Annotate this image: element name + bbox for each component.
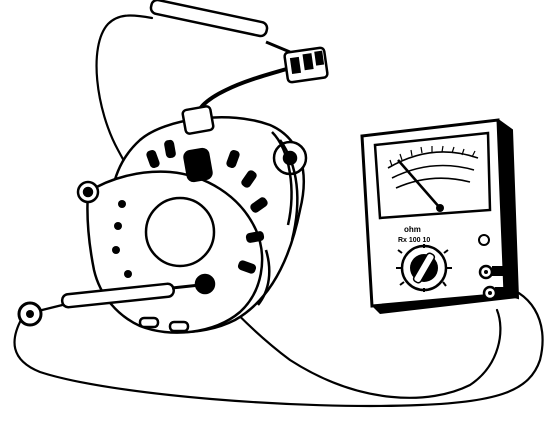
top-probe-handle xyxy=(149,0,269,38)
alternator-icon xyxy=(76,105,308,334)
lower-probe-handle xyxy=(60,282,175,309)
alternator-plug-socket xyxy=(181,105,215,135)
meter-scale xyxy=(387,151,479,189)
lower-test-probe xyxy=(17,282,201,327)
zero-adjust-knob[interactable] xyxy=(478,234,490,246)
meter-needle xyxy=(397,159,441,209)
top-probe-tip xyxy=(265,40,291,54)
needle-pivot xyxy=(436,204,444,212)
alternator-hub xyxy=(144,196,216,268)
meter-scale-ticks xyxy=(389,145,476,167)
lower-probe-tip xyxy=(171,283,201,290)
dial-tick-marks xyxy=(396,244,452,292)
vent-slots xyxy=(112,139,268,278)
range-selector-dial[interactable] xyxy=(396,244,452,292)
lead-plug-positive xyxy=(492,266,504,276)
lower-lead-wire xyxy=(13,283,544,408)
multimeter-icon: ohm Rx 100 10 xyxy=(360,118,520,314)
connector-plug-icon xyxy=(283,46,329,84)
top-test-probe xyxy=(149,0,291,54)
cooling-fins xyxy=(257,131,299,306)
lead-plug-common xyxy=(495,287,507,297)
bottom-slot-2 xyxy=(168,320,190,333)
meter-range-label: Rx 100 10 xyxy=(398,237,430,244)
meter-brand-label: ohm xyxy=(404,225,421,234)
bottom-slot-1 xyxy=(138,316,160,329)
meter-scale-window xyxy=(373,131,492,220)
